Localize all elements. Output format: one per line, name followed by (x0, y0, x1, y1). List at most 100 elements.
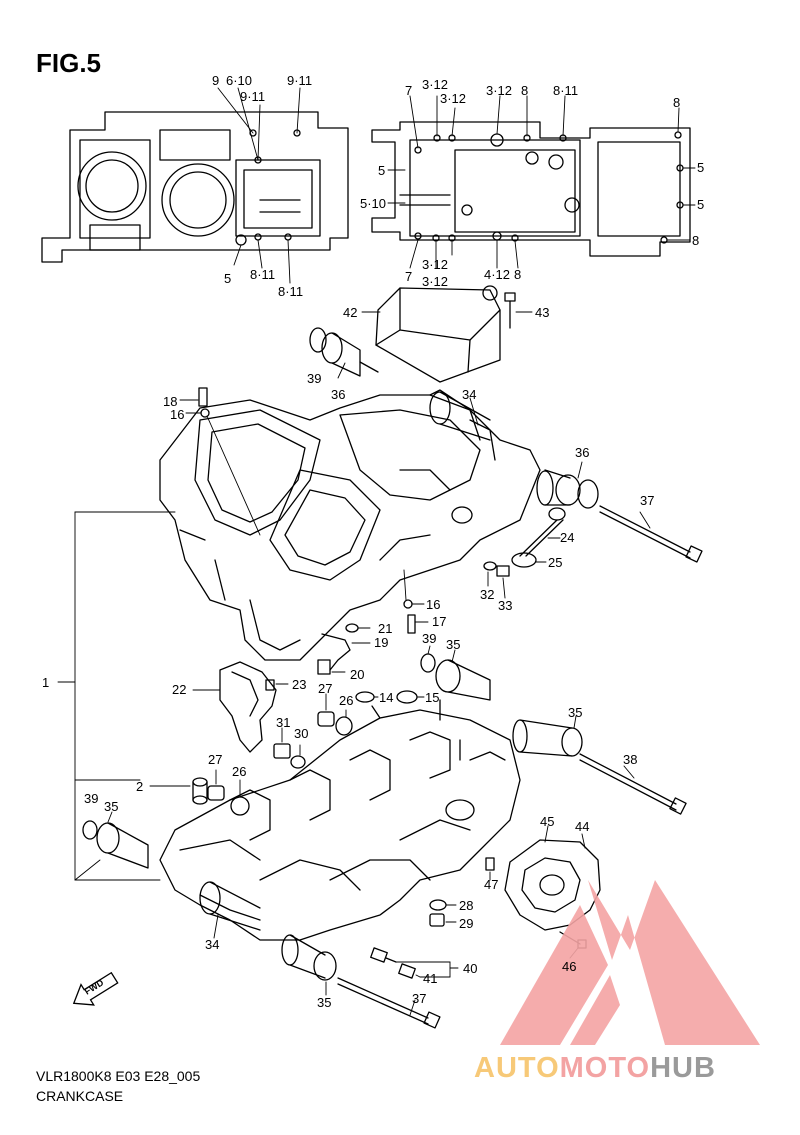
callout-top-5-c: 5 (697, 197, 705, 212)
dowel-18 (179, 387, 261, 536)
callout-p20: 20 (350, 667, 365, 682)
callout-p35-c: 35 (104, 799, 119, 814)
callout-top-9-11-a: 9·11 (240, 89, 266, 104)
callout-top-5-10: 5·10 (360, 196, 387, 211)
callout-p16-a: 16 (170, 407, 185, 422)
bolt-43 (504, 292, 533, 329)
callout-p39-c: 39 (84, 791, 99, 806)
gasket-32 (483, 561, 497, 587)
callout-p19: 19 (374, 635, 389, 650)
callout-p43: 43 (535, 305, 550, 320)
callout-p37-b: 37 (412, 991, 427, 1006)
figure-name: CRANKCASE (36, 1088, 124, 1104)
plug-35-bottom (281, 934, 337, 996)
breather-22 (192, 661, 277, 753)
shaft-34-upper (429, 391, 491, 441)
callout-p21: 21 (378, 621, 393, 636)
callout-top-8-11-c: 8·11 (553, 83, 579, 98)
callout-p35-d: 35 (317, 995, 332, 1010)
callout-p28: 28 (459, 898, 474, 913)
figure-code: VLR1800K8 E03 E28_005 (36, 1068, 201, 1084)
upper-case-top-view (41, 111, 349, 263)
fitting-27-lower (207, 769, 225, 801)
callout-p31: 31 (276, 715, 291, 730)
callout-top-7-b: 7 (405, 269, 413, 284)
callout-p2: 2 (136, 779, 144, 794)
callout-p27-b: 27 (208, 752, 223, 767)
callout-p26-b: 26 (232, 764, 247, 779)
callout-p25: 25 (548, 555, 563, 570)
callout-p26-a: 26 (339, 693, 354, 708)
callout-p36-b: 36 (575, 445, 590, 460)
bracket-40 (395, 961, 459, 978)
callout-p23: 23 (292, 677, 307, 692)
callout-p30: 30 (294, 726, 309, 741)
callout-p39-b: 39 (422, 631, 437, 646)
callout-p32: 32 (480, 587, 495, 602)
dowel-2 (149, 777, 208, 805)
top-leader-lines (217, 87, 696, 284)
plug-35-mid (435, 649, 491, 701)
watermark-wordmark: AUTOMOTOHUB (474, 1052, 716, 1085)
plug-36-right (536, 461, 599, 509)
callout-p45: 45 (540, 814, 555, 829)
callout-top-6-10: 6·10 (226, 73, 253, 88)
callout-p34-b: 34 (205, 937, 220, 952)
cover-44 (504, 825, 601, 931)
cap-39-mid (420, 645, 436, 673)
callout-p44: 44 (575, 819, 590, 834)
callout-top-3-12-a: 3·12 (422, 77, 449, 92)
callout-p37-a: 37 (640, 493, 655, 508)
fitting-40 (370, 947, 397, 963)
bolt-38 (579, 753, 687, 815)
callout-p33: 33 (498, 598, 513, 613)
callout-p47: 47 (484, 877, 499, 892)
callout-p39-a: 39 (307, 371, 322, 386)
washer-16-lower (403, 569, 425, 609)
dowel-47 (485, 857, 495, 881)
fwd-arrow-icon (72, 971, 119, 1006)
callout-p34-a: 34 (462, 387, 477, 402)
callout-top-7-a: 7 (405, 83, 413, 98)
callout-p22: 22 (172, 682, 187, 697)
lower-crankcase (159, 699, 521, 941)
callout-p35-b: 35 (568, 705, 583, 720)
callout-top-8-11-a: 8·11 (250, 267, 276, 282)
callout-top-5-a: 5 (378, 163, 386, 178)
plug-29 (429, 913, 457, 927)
callout-top-9-11-b: 9·11 (287, 73, 313, 88)
callout-p17: 17 (432, 614, 447, 629)
oring-25 (511, 552, 547, 568)
callout-p18: 18 (163, 394, 178, 409)
plug-35-right (512, 715, 583, 757)
bolt-37-lower (337, 977, 441, 1029)
bracket-1 (57, 511, 176, 881)
bolt-33 (496, 565, 510, 599)
callout-top-8-11-b: 8·11 (278, 284, 304, 299)
dipstick-24 (519, 507, 566, 557)
cover-42 (361, 285, 501, 383)
callout-p15: 15 (425, 690, 440, 705)
oring-15 (396, 690, 425, 704)
oring-21 (345, 623, 371, 633)
fitting-41 (398, 963, 421, 979)
watermark-part-hub: HUB (650, 1052, 716, 1084)
upper-crankcase (159, 389, 541, 661)
callout-top-3-12-b: 3·12 (440, 91, 467, 106)
oring-14 (355, 691, 379, 703)
callout-top-5-b: 5 (697, 160, 705, 175)
callout-top-8-b: 8 (673, 95, 681, 110)
callout-p40: 40 (463, 961, 478, 976)
gasket-30 (290, 744, 306, 769)
callout-p1: 1 (42, 675, 50, 690)
watermark-part-auto: AUTO (474, 1052, 560, 1084)
fitting-20 (317, 659, 346, 675)
callout-p14: 14 (379, 690, 394, 705)
callout-p27-a: 27 (318, 681, 333, 696)
watermark-logo-icon (500, 880, 760, 1045)
callout-top-9: 9 (212, 73, 220, 88)
callout-p42: 42 (343, 305, 358, 320)
callout-top-3-12-c: 3·12 (486, 83, 513, 98)
